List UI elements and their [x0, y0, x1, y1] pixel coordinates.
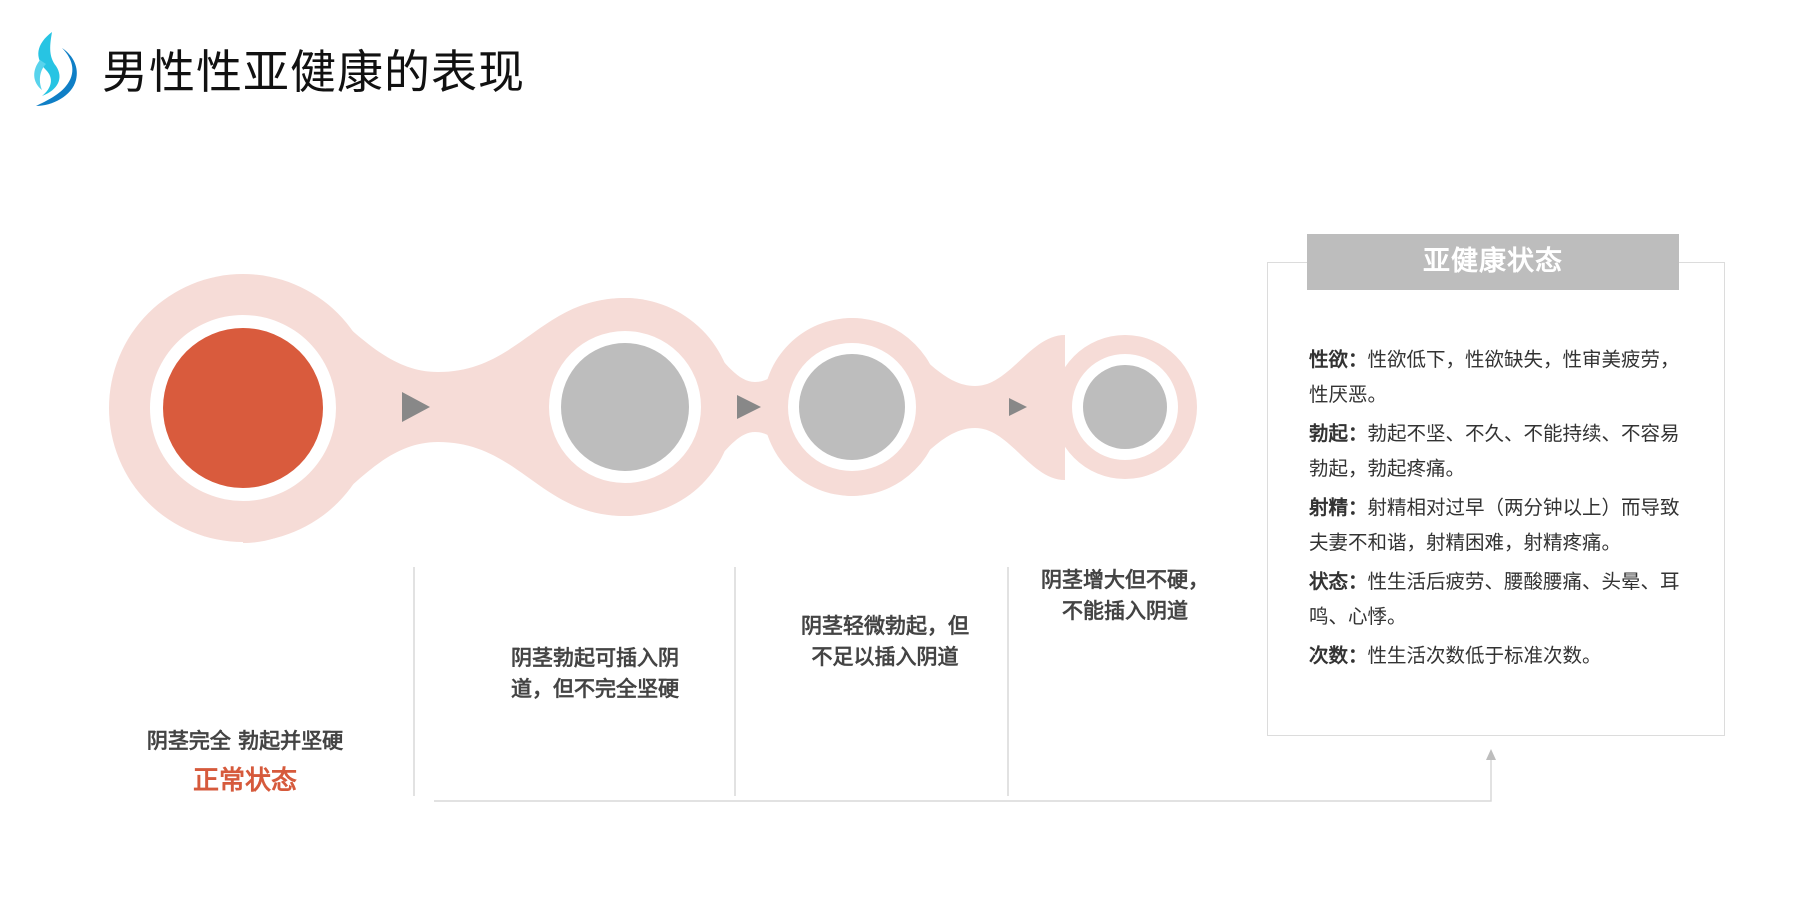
stage-1-line-1: 阴茎完全 勃起并坚硬	[146, 729, 344, 753]
normal-state-label: 正常状态	[192, 766, 297, 796]
symptom-list: 性欲：性欲低下，性欲缺失，性审美疲劳，性厌恶。 勃起：勃起不坚、不久、不能持续、…	[1309, 342, 1693, 677]
symptom-key: 射精	[1309, 496, 1349, 519]
symptom-text: 性生活后疲劳、腰酸腰痛、头晕、耳鸣、心悸。	[1309, 570, 1680, 628]
symptom-text: 射精相对过早（两分钟以上）而导致夫妻不和谐，射精困难，射精疼痛。	[1309, 496, 1680, 554]
symptom-text: 勃起不坚、不久、不能持续、不容易勃起，勃起疼痛。	[1309, 422, 1680, 480]
play-triangle-icon	[402, 392, 430, 422]
stage-4-description: 阴茎增大但不硬， 不能插入阴道	[1010, 565, 1240, 627]
stage-2-disc	[561, 343, 689, 471]
connector-arrowhead	[1486, 749, 1496, 760]
symptom-item-frequency: 次数：性生活次数低于标准次数。	[1309, 644, 1602, 667]
stage-2-line-1: 阴茎勃起可插入阴	[511, 646, 679, 670]
stage-1-disc	[163, 328, 323, 488]
stage-3-disc	[799, 354, 905, 460]
stage-2-line-2: 道，但不完全坚硬	[511, 677, 679, 701]
symptom-key: 性欲	[1309, 348, 1349, 371]
page-title: 男性性亚健康的表现	[102, 45, 525, 99]
connector-line	[434, 760, 1492, 802]
symptom-item-libido: 性欲：性欲低下，性欲缺失，性审美疲劳，性厌恶。	[1309, 348, 1680, 406]
brand-logo-icon	[34, 32, 77, 106]
panel-title: 亚健康状态	[1307, 234, 1679, 290]
stage-3-description: 阴茎轻微勃起，但 不足以插入阴道	[770, 611, 1000, 673]
play-triangle-icon	[737, 395, 761, 419]
symptom-item-condition: 状态：性生活后疲劳、腰酸腰痛、头晕、耳鸣、心悸。	[1309, 570, 1680, 628]
stage-2-description: 阴茎勃起可插入阴 道，但不完全坚硬	[480, 643, 710, 705]
play-triangle-icon	[1009, 398, 1027, 416]
stage-3-line-1: 阴茎轻微勃起，但	[801, 614, 969, 638]
stage-4-disc	[1083, 365, 1167, 449]
stage-1-description: 阴茎完全 勃起并坚硬	[100, 726, 390, 757]
symptom-item-erection: 勃起：勃起不坚、不久、不能持续、不容易勃起，勃起疼痛。	[1309, 422, 1680, 480]
symptom-key: 状态	[1309, 570, 1349, 593]
stage-4-line-1: 阴茎增大但不硬，	[1041, 568, 1209, 592]
symptom-item-ejaculation: 射精：射精相对过早（两分钟以上）而导致夫妻不和谐，射精困难，射精疼痛。	[1309, 496, 1680, 554]
symptom-key: 次数	[1309, 644, 1349, 667]
symptom-text: 性欲低下，性欲缺失，性审美疲劳，性厌恶。	[1309, 348, 1680, 406]
stage-4-line-2: 不能插入阴道	[1062, 599, 1188, 623]
symptom-key: 勃起	[1309, 422, 1349, 445]
stage-3-line-2: 不足以插入阴道	[811, 645, 959, 669]
symptom-text: 性生活次数低于标准次数。	[1367, 644, 1602, 667]
